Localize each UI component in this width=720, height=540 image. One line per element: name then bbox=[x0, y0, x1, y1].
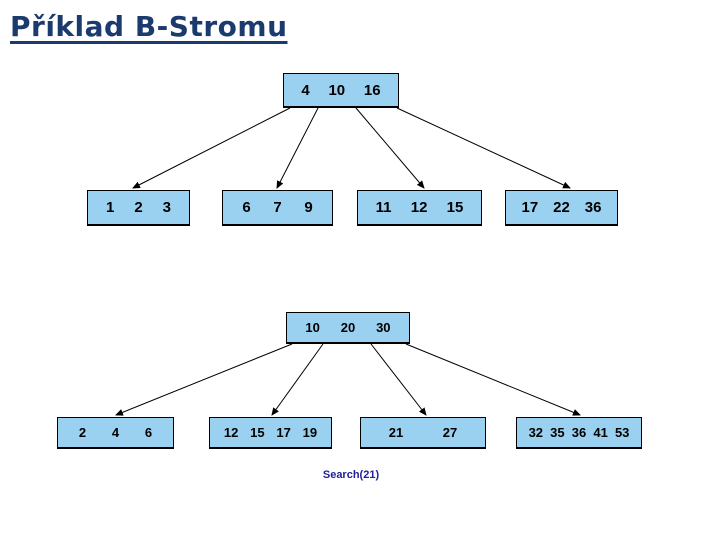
node-key: 30 bbox=[376, 320, 391, 335]
node-key: 15 bbox=[250, 425, 265, 440]
node-key: 17 bbox=[276, 425, 291, 440]
node-key: 17 bbox=[521, 199, 539, 216]
node-key: 53 bbox=[614, 425, 630, 440]
tree-edge bbox=[355, 107, 425, 189]
node-key: 12 bbox=[223, 425, 239, 440]
node-key: 35 bbox=[550, 425, 565, 440]
tree-edge bbox=[276, 107, 319, 189]
btree-node-leaf: 2 4 6 bbox=[57, 417, 174, 449]
node-key: 32 bbox=[528, 425, 544, 440]
tree-edge bbox=[115, 343, 293, 416]
node-key: 11 bbox=[375, 199, 392, 216]
btree-node-leaf: 21 27 bbox=[360, 417, 486, 449]
tree-edge bbox=[271, 343, 324, 416]
node-key: 4 bbox=[301, 81, 310, 99]
node-key: 16 bbox=[363, 81, 381, 99]
btree-node-leaf: 12 15 17 19 bbox=[209, 417, 332, 449]
node-key: 21 bbox=[388, 425, 404, 440]
page-title: Příklad B-Stromu bbox=[10, 10, 288, 43]
btree-node-leaf: 6 7 9 bbox=[222, 190, 333, 226]
node-key: 3 bbox=[162, 199, 171, 216]
tree-edge bbox=[370, 343, 427, 416]
node-key: 22 bbox=[553, 199, 570, 216]
node-key: 2 bbox=[134, 199, 143, 216]
tree-edge bbox=[396, 107, 571, 189]
btree-node-leaf: 1 2 3 bbox=[87, 190, 190, 226]
btree-node-root: 4 10 16 bbox=[283, 73, 399, 108]
node-key: 6 bbox=[144, 425, 153, 440]
node-key: 20 bbox=[340, 320, 356, 335]
node-key: 41 bbox=[593, 425, 608, 440]
btree-node-leaf: 32 35 36 41 53 bbox=[516, 417, 642, 449]
node-key: 27 bbox=[442, 425, 458, 440]
node-key: 2 bbox=[78, 425, 87, 440]
btree-node-root: 10 20 30 bbox=[286, 312, 410, 344]
btree-node-leaf: 11 12 15 bbox=[357, 190, 482, 226]
node-key: 10 bbox=[305, 320, 320, 335]
node-key: 9 bbox=[304, 199, 313, 216]
node-key: 36 bbox=[584, 199, 602, 216]
node-key: 19 bbox=[302, 425, 318, 440]
node-key: 12 bbox=[410, 199, 428, 216]
node-key: 4 bbox=[111, 425, 120, 440]
node-key: 36 bbox=[571, 425, 587, 440]
tree-edge bbox=[132, 107, 291, 189]
node-key: 7 bbox=[273, 199, 282, 216]
node-key: 1 bbox=[105, 199, 115, 216]
btree-node-leaf: 17 22 36 bbox=[505, 190, 618, 226]
search-caption: Search(21) bbox=[322, 469, 380, 481]
node-key: 15 bbox=[446, 199, 464, 216]
node-key: 6 bbox=[242, 199, 251, 216]
tree-edge bbox=[405, 343, 581, 416]
node-key: 10 bbox=[328, 81, 346, 99]
